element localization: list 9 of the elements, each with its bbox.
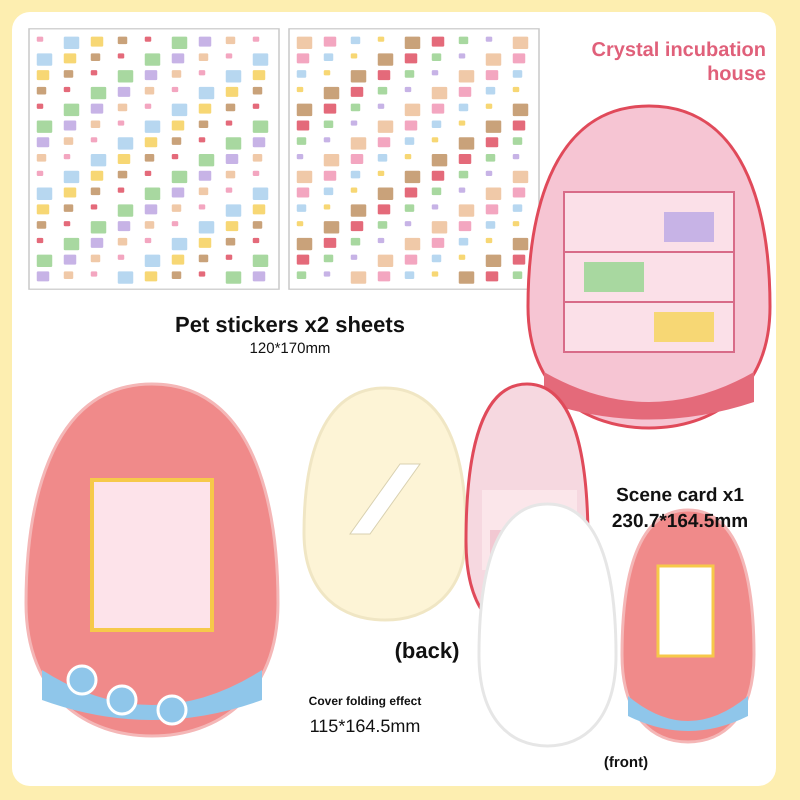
caption-label: Pet stickers x2 sheets bbox=[174, 311, 406, 339]
title: Crystal incubation house bbox=[590, 38, 766, 86]
caption-label: (front) bbox=[602, 753, 650, 773]
caption-label: (back) bbox=[394, 637, 460, 665]
caption-label: Cover folding effect bbox=[308, 693, 422, 710]
caption-label: Scene card x1 bbox=[615, 484, 745, 508]
dimension-label: 115*164.5mm bbox=[308, 715, 422, 738]
dimension-label: 230.7*164.5mm bbox=[610, 510, 750, 534]
dimension-label: 120*170mm bbox=[248, 339, 332, 359]
